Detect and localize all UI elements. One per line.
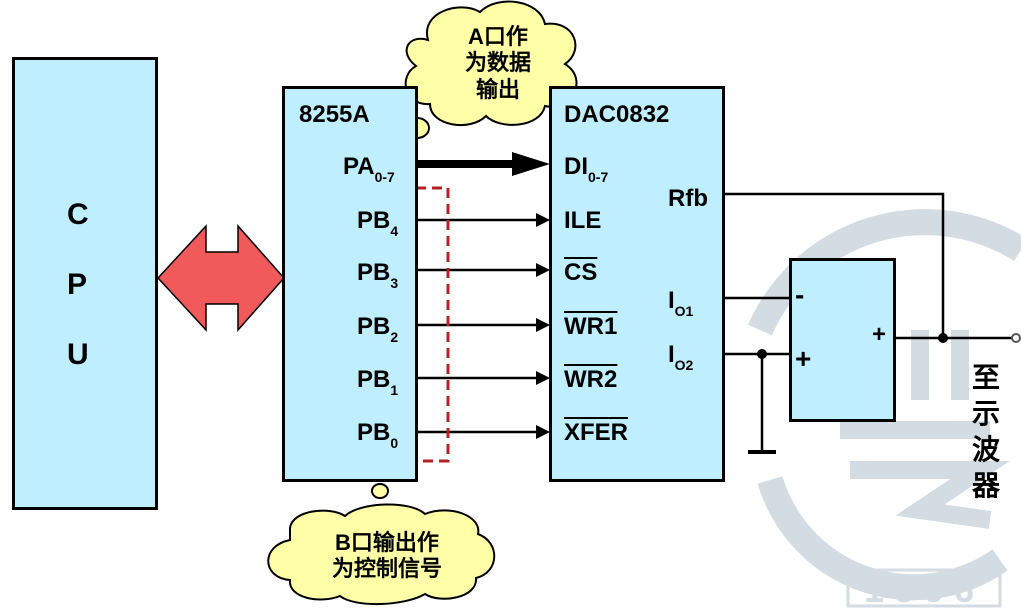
pin-io1: IO1: [668, 287, 694, 319]
junction-dot: [938, 333, 948, 343]
output-wiring: [724, 192, 1012, 454]
pin-xfer: XFER: [564, 419, 629, 446]
watermark-logo: [748, 209, 1021, 601]
cpu-letter-c: C: [67, 198, 89, 231]
dac-title: DAC0832: [564, 101, 670, 128]
pin-wr2: WR2: [564, 366, 618, 393]
ppi-title: 8255A: [299, 101, 370, 128]
pin-pb4: PB4: [357, 207, 399, 239]
bidirectional-bus-arrow: [156, 224, 286, 332]
pin-cs: CS: [564, 259, 598, 286]
junction-dot: [757, 349, 767, 359]
pin-ile: ILE: [564, 207, 602, 234]
cloud-b-text: B口输出作 为控制信号: [331, 530, 442, 582]
cpu-letter-u: U: [67, 338, 89, 371]
cpu-block: C P U: [12, 57, 158, 510]
pin-io2: IO2: [668, 341, 694, 373]
opamp-plus-output: +: [872, 321, 887, 348]
oscilloscope-label: 至 示 波 器: [972, 362, 1001, 501]
control-lines: [418, 213, 550, 439]
pin-pb0: PB0: [357, 419, 399, 451]
ppi-8255a-block: 8255A PA0-7 PB4 PB3 PB2 PB1 PB0: [282, 86, 418, 482]
pin-pb3: PB3: [357, 259, 399, 291]
opamp-plus-input: +: [795, 343, 812, 374]
watermark-year-box: [846, 568, 1002, 608]
cpu-letter-p: P: [67, 268, 88, 301]
cloud-a-text: A口作 为数据 输出: [464, 24, 531, 102]
watermark-year: 1896: [864, 569, 984, 609]
pin-rfb: Rfb: [668, 185, 708, 212]
callout-cloud-b: [267, 458, 496, 605]
pin-di: DI0-7: [564, 153, 609, 185]
pa-bus-arrowhead: [512, 152, 550, 176]
pin-pa: PA0-7: [343, 153, 395, 185]
output-terminal: [1011, 333, 1021, 343]
opamp-block: - + +: [789, 258, 896, 422]
pin-wr1: WR1: [564, 313, 618, 340]
dac0832-block: DAC0832 DI0-7 ILE CS WR1 WR2 XFER Rfb IO…: [549, 86, 725, 482]
opamp-minus: -: [795, 279, 805, 310]
pin-pb2: PB2: [357, 313, 399, 345]
pin-pb1: PB1: [357, 366, 399, 398]
